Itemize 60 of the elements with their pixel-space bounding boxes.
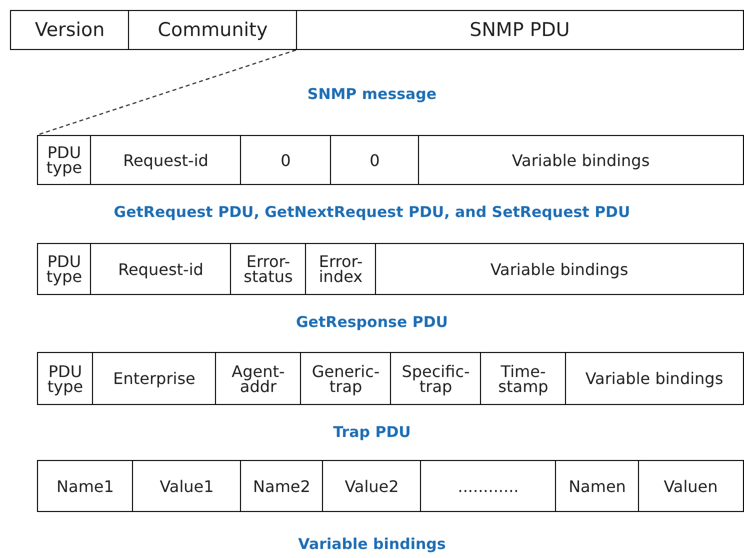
field-name: SNMP PDU xyxy=(470,22,570,38)
field-cell xyxy=(10,10,130,50)
format-caption: GetRequest PDU, GetNextRequest PDU, and SetRequest PDU xyxy=(114,203,630,221)
field-name: Specific-trap xyxy=(400,364,471,394)
field-cell xyxy=(638,460,744,512)
field-cell xyxy=(37,352,94,405)
field-cell xyxy=(37,460,134,512)
field-name: Variable bindings xyxy=(585,371,724,386)
field-name: Value1 xyxy=(160,478,214,494)
field-name: 0 xyxy=(370,152,380,168)
field-name: Error-status xyxy=(242,254,294,284)
field-cell xyxy=(128,10,298,50)
field-cell xyxy=(296,10,744,50)
field-name: Enterprise xyxy=(113,371,196,386)
field-cell xyxy=(375,243,744,295)
field-cell xyxy=(565,352,744,405)
format-caption: Variable bindings xyxy=(298,535,446,553)
field-cell xyxy=(305,243,376,295)
field-name: PDU type xyxy=(45,145,84,175)
field-cell xyxy=(555,460,640,512)
field-cell xyxy=(92,352,216,405)
field-name: PDU type xyxy=(46,364,84,394)
field-cell xyxy=(90,243,232,295)
field-cell xyxy=(418,135,744,185)
field-name: Generic-trap xyxy=(310,364,381,394)
field-name: Request-id xyxy=(118,262,204,276)
format-caption: SNMP message xyxy=(307,85,437,103)
field-cell xyxy=(230,243,306,295)
field-cell xyxy=(37,243,92,295)
field-cell xyxy=(240,135,332,185)
field-name: Valuen xyxy=(664,478,718,494)
field-name: Request-id xyxy=(123,152,208,168)
field-cell xyxy=(215,352,302,405)
field-name: Name1 xyxy=(56,478,114,494)
field-name: Agent-addr xyxy=(230,364,286,394)
field-name: Community xyxy=(158,22,268,38)
field-cell xyxy=(90,135,242,185)
field-name: ............ xyxy=(458,478,519,494)
field-cell xyxy=(37,135,92,185)
field-cell xyxy=(322,460,422,512)
field-name: Name2 xyxy=(253,478,310,494)
field-name: PDU type xyxy=(45,254,84,284)
field-cell xyxy=(330,135,420,185)
field-name: Version xyxy=(34,22,105,38)
field-cell xyxy=(420,460,556,512)
field-cell xyxy=(390,352,482,405)
field-name: Value2 xyxy=(344,478,399,494)
field-name: Variable bindings xyxy=(490,262,628,276)
field-cell xyxy=(480,352,566,405)
expansion-line xyxy=(36,49,296,136)
field-cell xyxy=(240,460,324,512)
field-name: Error-index xyxy=(318,254,364,284)
format-caption: Trap PDU xyxy=(333,423,411,441)
field-name: 0 xyxy=(280,152,291,168)
field-cell xyxy=(300,352,392,405)
field-name: Variable bindings xyxy=(512,152,650,168)
field-name: Namen xyxy=(568,478,626,494)
field-name: Time-stamp xyxy=(497,364,550,394)
format-caption: GetResponse PDU xyxy=(296,313,448,331)
field-cell xyxy=(132,460,242,512)
